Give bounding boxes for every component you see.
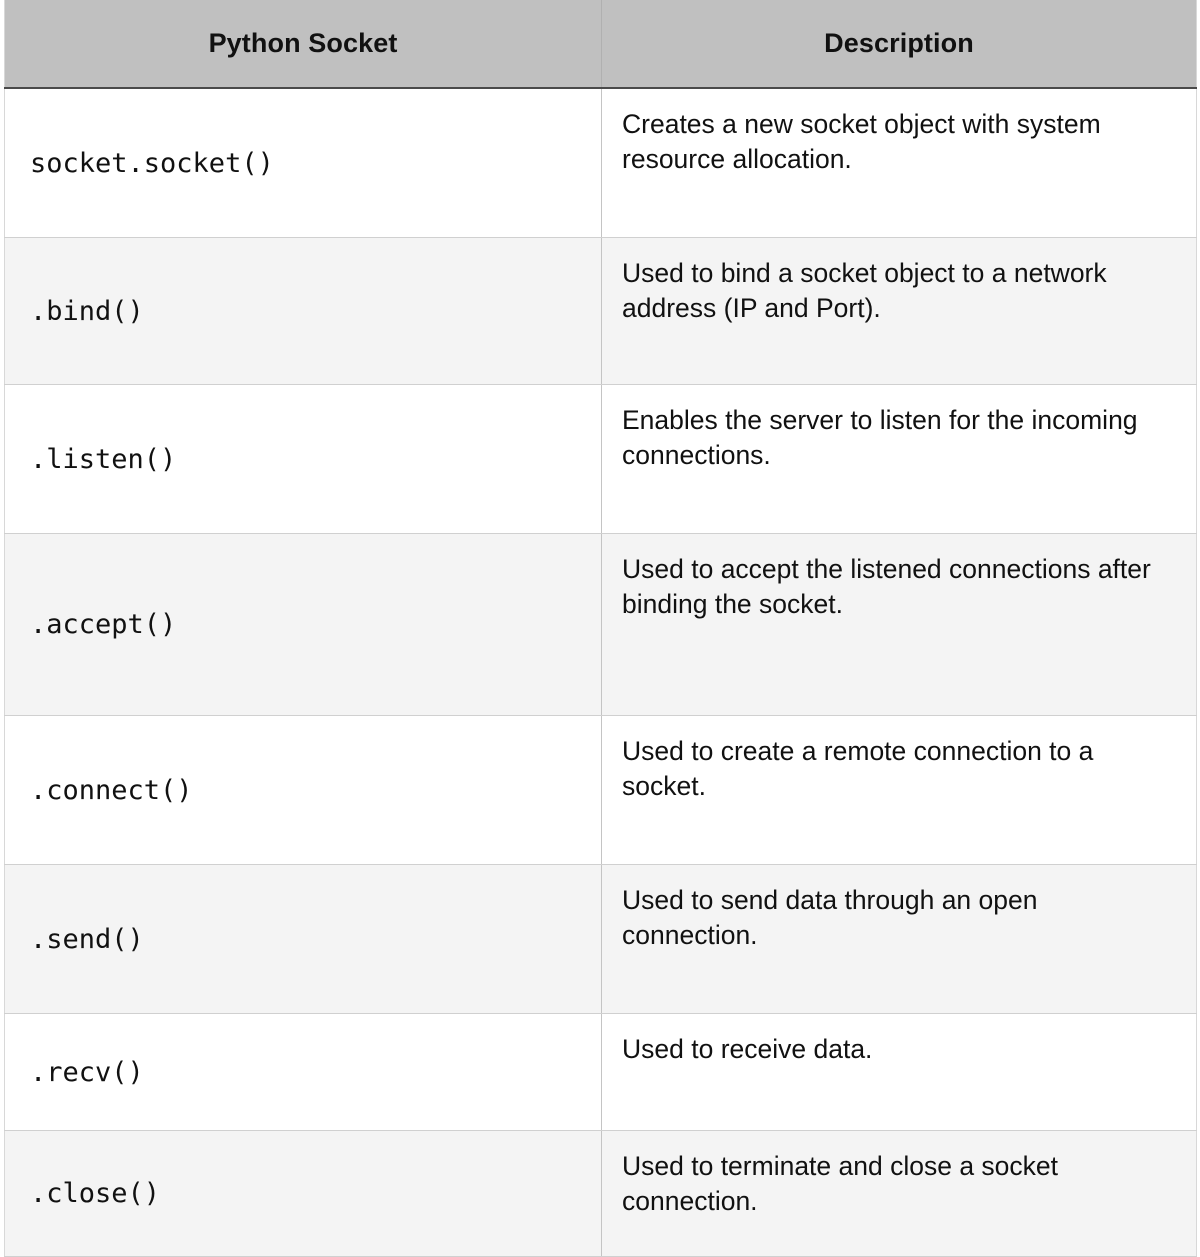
cell-socket-description: Used to bind a socket object to a networ… <box>601 237 1197 385</box>
cell-socket-method: .recv() <box>4 1013 602 1131</box>
cell-socket-method: .bind() <box>4 237 602 385</box>
table-row: .accept() Used to accept the listened co… <box>4 533 1197 716</box>
column-header-description: Description <box>601 0 1197 89</box>
cell-socket-method: .connect() <box>4 715 602 865</box>
reference-table-container: Python Socket Description socket.socket(… <box>4 0 1197 1257</box>
cell-socket-description: Used to create a remote connection to a … <box>601 715 1197 865</box>
table-row: socket.socket() Creates a new socket obj… <box>4 88 1197 238</box>
table-row: .connect() Used to create a remote conne… <box>4 715 1197 865</box>
python-socket-reference-table: Python Socket Description socket.socket(… <box>4 0 1197 1257</box>
table-row: .recv() Used to receive data. <box>4 1013 1197 1131</box>
cell-socket-description: Used to terminate and close a socket con… <box>601 1130 1197 1257</box>
cell-socket-method: .listen() <box>4 384 602 534</box>
cell-socket-method: .close() <box>4 1130 602 1257</box>
header-row: Python Socket Description <box>4 0 1197 89</box>
table-row: .listen() Enables the server to listen f… <box>4 384 1197 534</box>
cell-socket-description: Used to receive data. <box>601 1013 1197 1131</box>
cell-socket-description: Enables the server to listen for the inc… <box>601 384 1197 534</box>
table-header: Python Socket Description <box>4 0 1197 89</box>
cell-socket-method: .accept() <box>4 533 602 716</box>
cell-socket-method: socket.socket() <box>4 88 602 238</box>
page-root: Python Socket Description socket.socket(… <box>4 0 1197 1257</box>
cell-socket-description: Creates a new socket object with system … <box>601 88 1197 238</box>
cell-socket-method: .send() <box>4 864 602 1014</box>
table-row: .close() Used to terminate and close a s… <box>4 1130 1197 1257</box>
column-header-python-socket: Python Socket <box>4 0 602 89</box>
cell-socket-description: Used to accept the listened connections … <box>601 533 1197 716</box>
table-row: .send() Used to send data through an ope… <box>4 864 1197 1014</box>
table-body: socket.socket() Creates a new socket obj… <box>4 88 1197 1257</box>
table-row: .bind() Used to bind a socket object to … <box>4 237 1197 385</box>
cell-socket-description: Used to send data through an open connec… <box>601 864 1197 1014</box>
